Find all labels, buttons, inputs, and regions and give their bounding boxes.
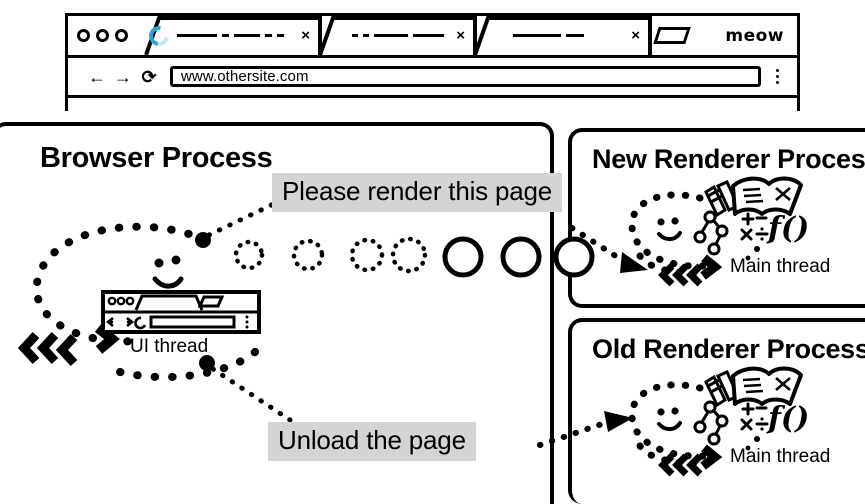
old-renderer-process-panel: Old Renderer Process [568,318,865,504]
new-tab-button[interactable] [653,27,691,44]
window-maximize-icon[interactable] [115,29,128,42]
back-icon[interactable]: ← [88,66,106,87]
browser-window: × × [65,13,800,111]
window-controls[interactable] [68,29,135,42]
reload-icon[interactable]: ⟳ [141,66,157,87]
browser-brand-label: meow [725,25,784,46]
tab-shape-1 [144,16,322,56]
old-renderer-main-thread-label: Main thread [730,446,831,467]
browser-toolbar: ← → ⟳ www.othersite.com [68,58,797,98]
address-bar-input[interactable]: www.othersite.com [170,66,761,87]
window-minimize-icon[interactable] [96,29,109,42]
tab-close-icon-2[interactable]: × [456,27,465,44]
browser-tab-1[interactable]: × [135,16,322,56]
old-renderer-process-title: Old Renderer Process [592,334,865,364]
browser-menu-icon[interactable] [767,69,787,84]
new-renderer-main-thread-label: Main thread [730,256,831,277]
unload-page-callout: Unload the page [268,422,476,461]
browser-tabstrip: × × [68,16,797,58]
forward-icon[interactable]: → [114,66,132,87]
tab-title-2 [334,16,454,55]
window-close-icon[interactable] [77,29,90,42]
browser-viewport [68,98,797,111]
browser-tab-2[interactable]: × [318,16,477,56]
new-renderer-process-title: New Renderer Process [592,144,865,174]
tab-title-1 [177,16,299,55]
browser-tab-3[interactable]: × [473,16,652,56]
tab-shape-3 [473,16,652,56]
tab-close-icon-3[interactable]: × [631,27,640,44]
ui-thread-label: UI thread [130,336,209,357]
tab-close-icon-1[interactable]: × [301,27,310,44]
tab-title-3 [489,16,629,55]
new-renderer-process-panel: New Renderer Process [568,128,865,308]
browser-process-title: Browser Process [40,142,273,174]
render-page-callout: Please render this page [272,173,563,212]
